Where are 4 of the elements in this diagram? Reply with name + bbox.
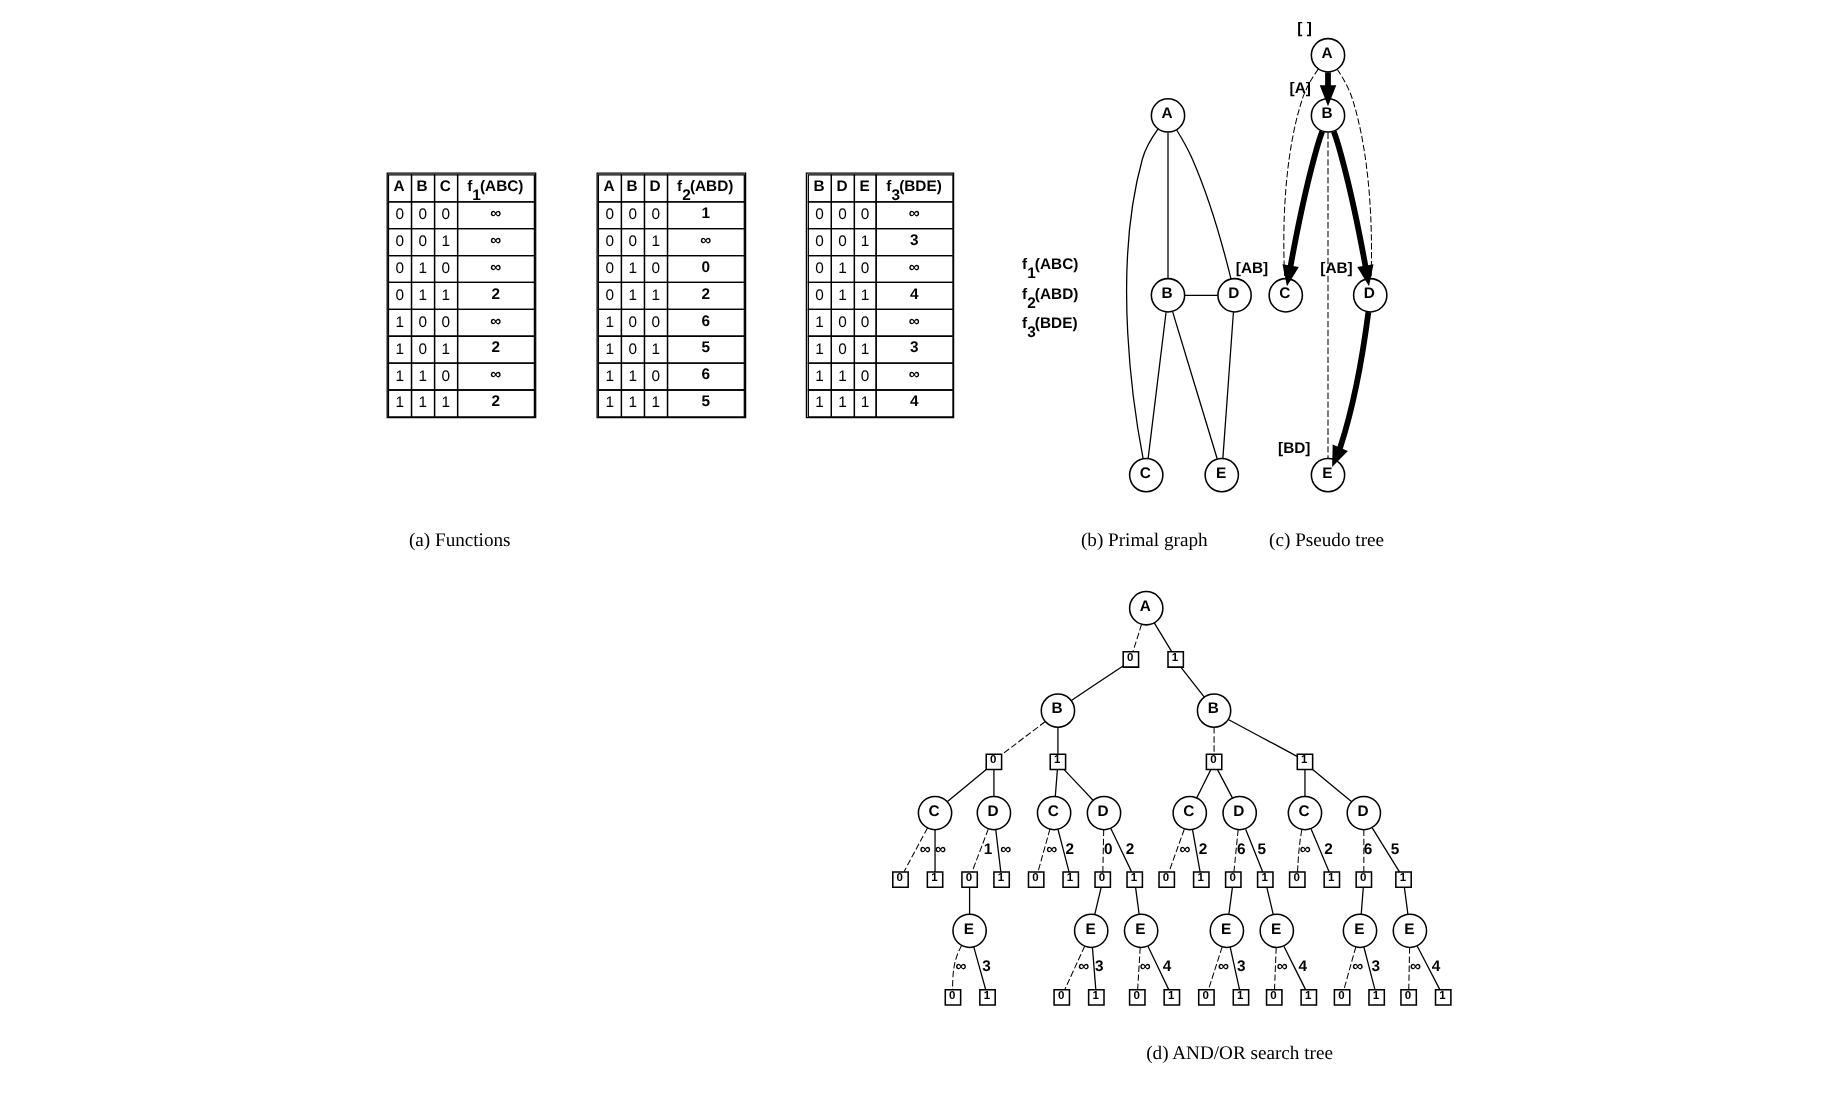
label: (a) Functions [408,530,511,553]
label: (d) AND/OR search tree [1146,1043,1333,1066]
label: (c) Pseudo tree [1269,530,1385,553]
label: (b) Primal graph [1080,530,1208,553]
